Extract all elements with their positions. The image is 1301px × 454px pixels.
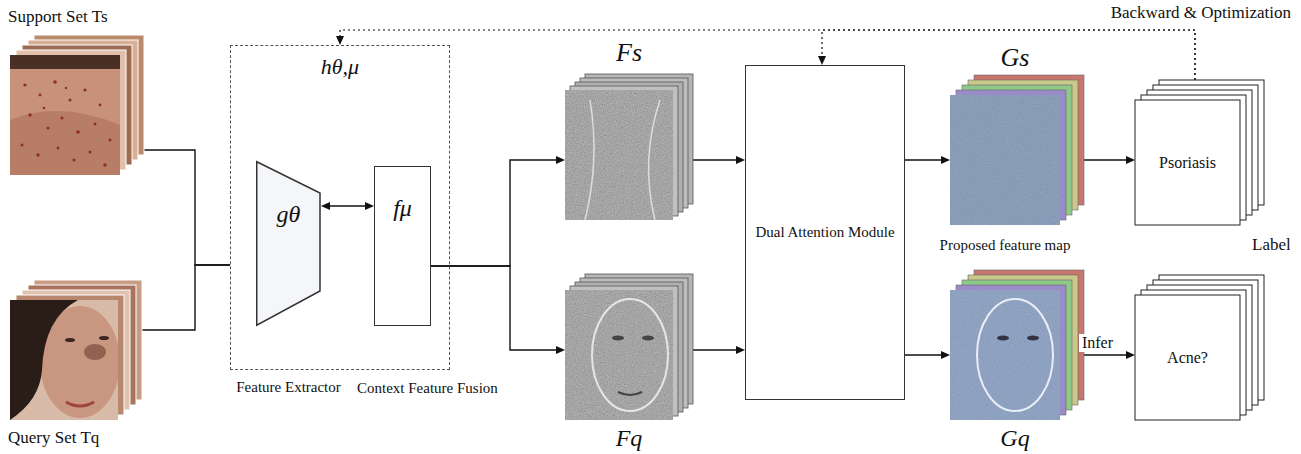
arrowhead	[336, 36, 344, 45]
arrowhead	[1126, 156, 1135, 164]
query-feature-stack	[565, 274, 693, 420]
support-feature-stack	[565, 74, 693, 220]
arrowhead	[941, 156, 950, 164]
label-stack: Acne?	[1135, 295, 1240, 420]
connector	[321, 202, 374, 210]
connector-line	[329, 205, 366, 206]
query-photo-stack	[10, 280, 142, 420]
feature-stack: Gq	[950, 290, 1060, 420]
arrowhead	[556, 346, 565, 354]
arrowhead	[321, 202, 330, 210]
node-text: hθ,μ	[231, 54, 449, 79]
node-text: Psoriasis	[1159, 153, 1216, 171]
extractor-trapezoid: gθFeature Extractor	[256, 161, 321, 326]
query-attended-stack	[950, 270, 1084, 420]
connector	[905, 351, 950, 359]
trapezoid-outline	[257, 162, 320, 326]
trapezoid-shape	[256, 161, 321, 326]
support-attended-stack	[950, 75, 1084, 225]
node-text: Acne?	[1167, 348, 1208, 366]
connector	[905, 156, 950, 164]
note-label: Backward & Optimization	[1111, 3, 1291, 23]
feature-stack: GsProposed feature map	[950, 95, 1060, 225]
node-text: Support Set Ts	[8, 7, 108, 27]
label-stack: PsoriasisLabel	[1135, 100, 1240, 225]
connector	[431, 266, 565, 354]
node-text: Fs	[575, 40, 683, 66]
model-group: hθ,μ gθFeature Extractor fμContext Feature…	[230, 45, 450, 370]
node-text: Query Set Tq	[8, 428, 99, 448]
arrowhead	[818, 56, 826, 65]
arrowhead	[1126, 351, 1135, 359]
arrowhead	[365, 202, 374, 210]
node-text: Feature Extractor	[236, 379, 341, 396]
node-text: Label	[1252, 235, 1291, 255]
arrowhead	[736, 346, 745, 354]
fusion-box: fμContext Feature Fusion	[374, 166, 431, 326]
arrowhead	[736, 156, 745, 164]
edge-label: Infer	[1079, 334, 1116, 352]
node-text: gθ	[256, 201, 321, 229]
node-text: Gs	[960, 45, 1070, 71]
connector	[431, 156, 565, 266]
node-text: Context Feature Fusion	[357, 380, 498, 397]
attention-box: Dual Attention Module	[745, 65, 905, 400]
node-text: Gq	[960, 426, 1070, 450]
feature-stack: Fs	[565, 90, 673, 220]
connector	[120, 150, 230, 265]
connector-line	[120, 150, 230, 265]
node-text: Dual Attention Module	[750, 224, 900, 241]
label-card-stack	[1135, 80, 1264, 225]
support-photo-stack	[10, 35, 144, 175]
connector-line	[905, 159, 942, 160]
feature-stack: Fq	[565, 290, 673, 420]
node-text: fμ	[375, 195, 430, 223]
node-text: Fq	[575, 426, 683, 450]
arrowhead	[556, 156, 565, 164]
photo-stack: Query Set Tq	[10, 300, 118, 420]
query-card-stack	[1135, 275, 1264, 420]
arrowhead	[941, 351, 950, 359]
photo-stack: Support Set Ts	[10, 55, 120, 175]
connector-line	[905, 354, 942, 355]
node-text: Proposed feature map	[940, 237, 1071, 254]
